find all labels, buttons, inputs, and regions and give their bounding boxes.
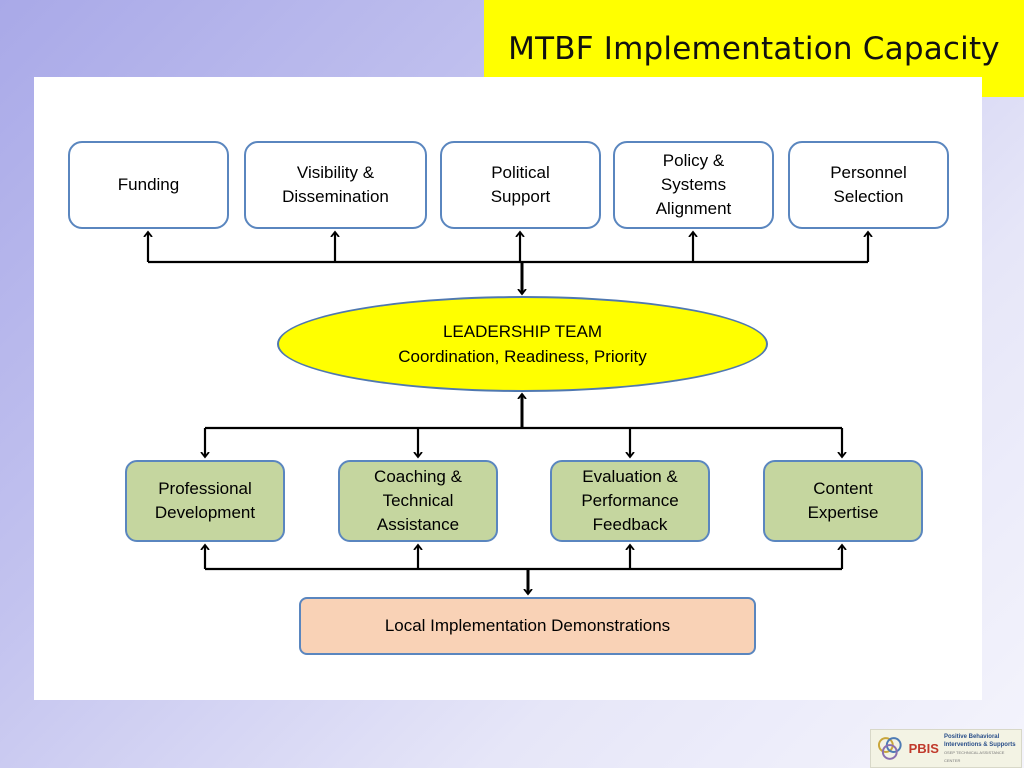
coaching-technical-assistance-box: Coaching & Technical Assistance: [338, 460, 498, 542]
leadership-title: LEADERSHIP TEAM: [442, 322, 603, 341]
pbis-logo: PBIS Positive Behavioral Interventions &…: [870, 729, 1022, 768]
content-expertise-box: Content Expertise: [763, 460, 923, 542]
pbis-rings-icon: [877, 736, 902, 760]
evaluation-performance-feedback-box: Evaluation & Performance Feedback: [550, 460, 710, 542]
pbis-tagline: Positive Behavioral Interventions & Supp…: [943, 733, 1016, 763]
visibility-dissemination-box: Visibility & Dissemination: [244, 141, 427, 229]
professional-development-box: Professional Development: [125, 460, 285, 542]
leadership-team-ellipse: LEADERSHIP TEAM Coordination, Readiness,…: [277, 296, 768, 392]
funding-box: Funding: [68, 141, 229, 229]
slide-title: MTBF Implementation Capacity: [508, 30, 1000, 67]
pbis-wordmark: PBIS: [908, 741, 939, 756]
leadership-subtitle: Coordination, Readiness, Priority: [398, 347, 647, 366]
political-support-box: Political Support: [440, 141, 601, 229]
personnel-selection-box: Personnel Selection: [788, 141, 949, 229]
policy-systems-alignment-box: Policy & Systems Alignment: [613, 141, 774, 229]
local-implementation-box: Local Implementation Demonstrations: [299, 597, 756, 655]
